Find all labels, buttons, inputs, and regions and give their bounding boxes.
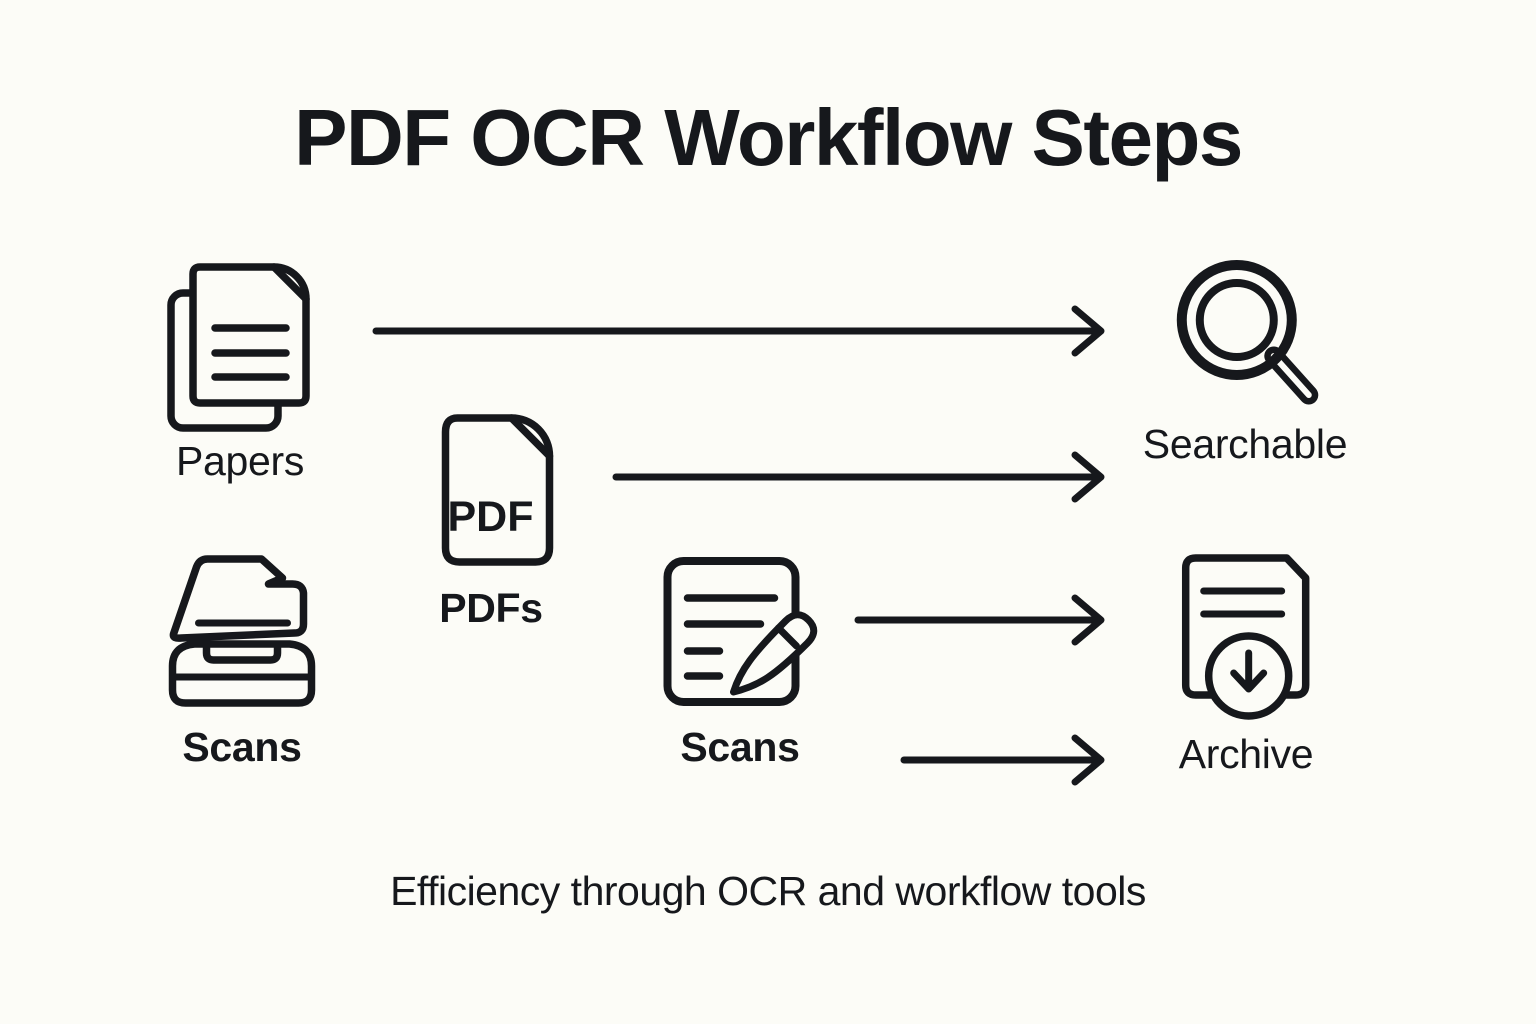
node-label-pdfs: PDFs <box>439 585 543 631</box>
node-archive: Archive <box>1179 553 1314 778</box>
diagram-subtitle: Efficiency through OCR and workflow tool… <box>390 868 1146 914</box>
pdf-file-icon: PDF <box>441 414 554 566</box>
archive-download-icon <box>1182 554 1310 720</box>
node-label-scans-scanner: Scans <box>182 724 302 770</box>
pdf-badge-text: PDF <box>448 493 534 541</box>
node-label-archive: Archive <box>1178 731 1314 777</box>
arrow-scans-scanner-to-archive <box>900 734 1105 786</box>
node-pdfs: PDF PDFs <box>428 414 555 632</box>
search-icon <box>1177 260 1319 405</box>
node-scans-scanner: Scans <box>165 553 320 771</box>
document-pen-icon <box>663 557 818 706</box>
node-label-searchable: Searchable <box>1142 421 1348 467</box>
stacked-documents-icon <box>167 263 310 432</box>
node-label-papers: Papers <box>175 438 305 484</box>
node-searchable: Searchable <box>1142 255 1348 468</box>
arrow-pdfs-to-searchable <box>612 451 1105 503</box>
arrow-scans-document-to-archive <box>854 594 1105 646</box>
arrow-papers-to-searchable <box>372 305 1105 357</box>
diagram-title: PDF OCR Workflow Steps <box>294 93 1243 182</box>
node-papers: Papers <box>166 260 314 485</box>
flatbed-scanner-icon <box>168 555 316 707</box>
node-scans-document: Scans <box>663 556 818 771</box>
node-label-scans-document: Scans <box>680 724 800 770</box>
